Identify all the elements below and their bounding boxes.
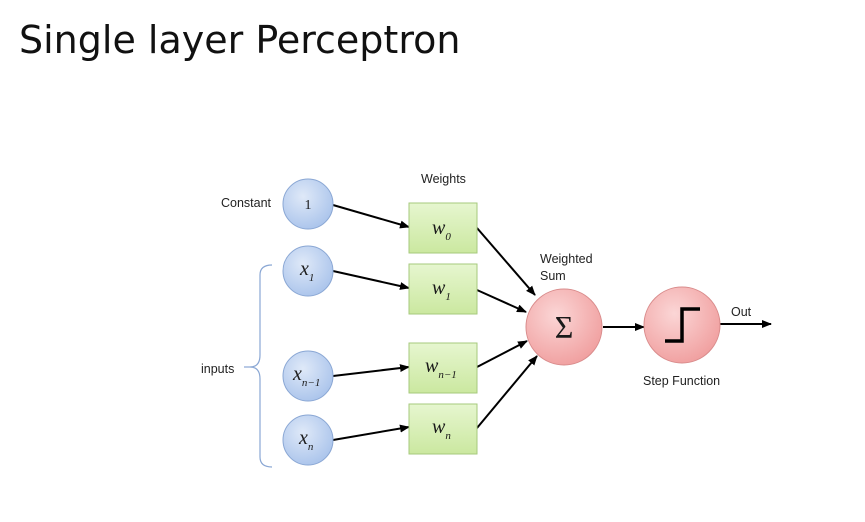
arrow-input-0-to-weight-0: [332, 204, 410, 229]
svg-text:wn: wn: [432, 416, 451, 442]
weight-box-w0-sub: 0: [445, 231, 451, 243]
input-node-xn-1-sub: n−1: [302, 377, 320, 389]
input-node-x1-base: x: [299, 258, 309, 280]
svg-text:w1: w1: [432, 277, 451, 303]
slide-title: Single layer Perceptron: [19, 18, 461, 62]
input-node-xn: xn: [282, 414, 334, 466]
weight-box-w0: w0: [408, 202, 478, 254]
input-node-xn-1: xn−1: [282, 350, 334, 402]
input-node-constant-text: 1: [305, 198, 312, 213]
arrow-input-1-to-weight-1: [332, 270, 410, 290]
inputs-label: inputs: [201, 362, 234, 376]
input-node-x1: x1: [282, 245, 334, 297]
arrow-weight-3-to-sum: [476, 355, 538, 429]
step-function-icon: [665, 307, 700, 343]
arrow-weight-2-to-sum: [476, 340, 528, 368]
arrow-input-3-to-weight-3: [332, 424, 410, 441]
constant-label: Constant: [221, 196, 272, 210]
input-node-xn-1-base: x: [292, 363, 302, 385]
svg-text:w0: w0: [432, 217, 451, 243]
sigma-symbol: Σ: [555, 309, 574, 345]
input-node-constant: 1: [282, 178, 334, 230]
arrow-weight-0-to-sum: [476, 227, 536, 296]
weight-box-wn-base: w: [432, 416, 446, 438]
weights-label: Weights: [421, 172, 466, 186]
summation-node: Σ: [525, 288, 603, 366]
weight-box-wn: wn: [408, 403, 478, 455]
weight-box-wn-1: wn−1: [408, 342, 478, 394]
weight-box-wn-1-sub: n−1: [438, 369, 456, 381]
step-function-label: Step Function: [643, 374, 720, 388]
weight-box-w1-sub: 1: [445, 291, 451, 303]
input-node-xn-base: x: [298, 427, 308, 449]
weighted-sum-label-line1: Weighted: [540, 252, 593, 266]
arrow-weight-1-to-sum: [476, 289, 527, 313]
input-node-x1-sub: 1: [309, 272, 315, 284]
svg-text:x1: x1: [299, 258, 314, 284]
weight-box-w0-base: w: [432, 217, 446, 239]
svg-text:wn−1: wn−1: [425, 355, 457, 381]
weighted-sum-label-line2: Sum: [540, 269, 566, 283]
weight-box-w1-base: w: [432, 277, 446, 299]
weight-box-w1: w1: [408, 263, 478, 315]
input-node-xn-sub: n: [308, 441, 314, 453]
arrow-input-2-to-weight-2: [332, 364, 410, 377]
weight-box-wn-1-base: w: [425, 355, 439, 377]
out-label: Out: [731, 305, 752, 319]
weight-box-wn-sub: n: [445, 430, 451, 442]
svg-text:xn−1: xn−1: [292, 363, 320, 389]
step-function-node: [643, 286, 721, 364]
inputs-bracket: [249, 264, 273, 468]
svg-text:xn: xn: [298, 427, 314, 453]
